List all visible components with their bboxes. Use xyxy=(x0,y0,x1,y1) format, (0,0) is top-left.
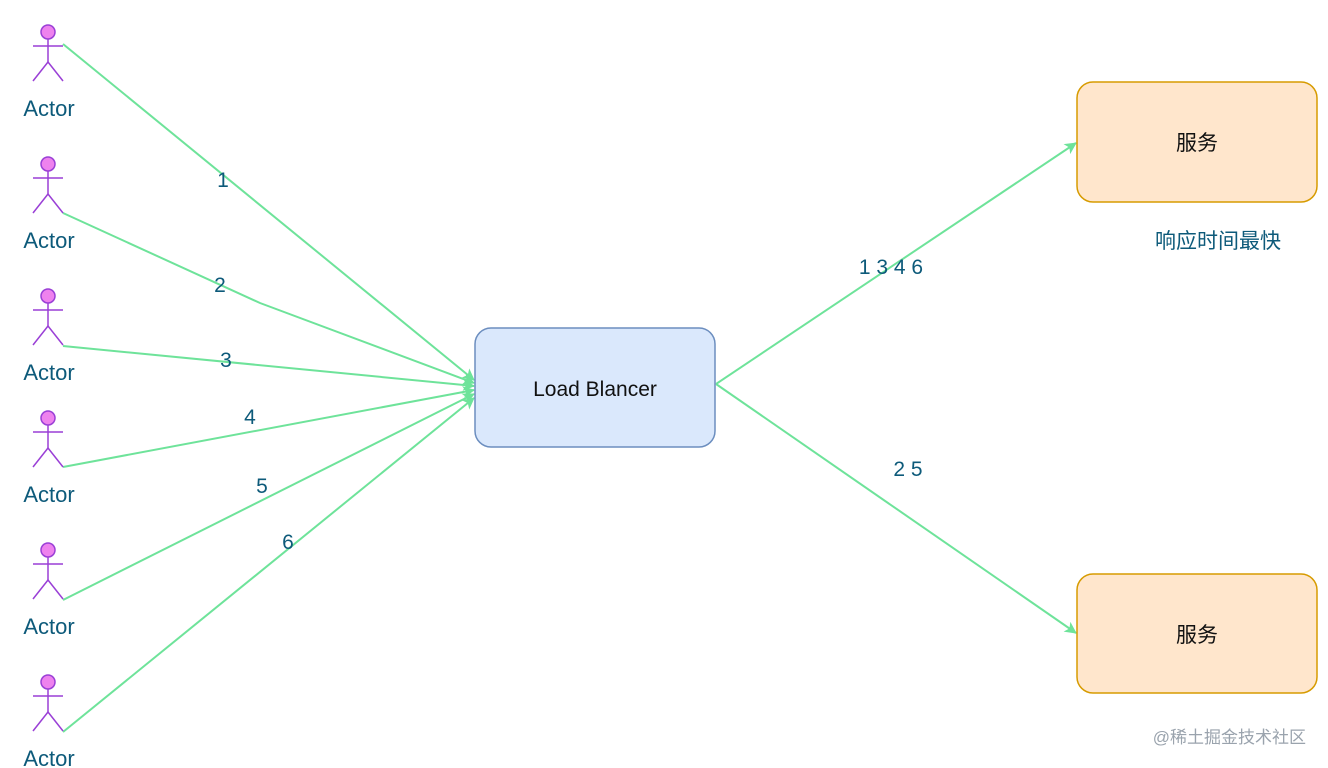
edge-actor3-to-lb xyxy=(62,345,475,391)
actor-4: Actor xyxy=(23,410,75,507)
actor-icon xyxy=(32,410,64,468)
edge-label-2: 2 xyxy=(214,274,226,297)
watermark: @稀土掘金技术社区 xyxy=(1153,728,1306,747)
incoming-edges xyxy=(62,43,475,733)
edge-actor6-to-lb xyxy=(62,397,475,733)
actor-label: Actor xyxy=(23,746,74,768)
edge-lb-to-service-bottom xyxy=(715,383,1077,634)
edge-label-out-bottom: 2 5 xyxy=(893,458,922,481)
actor-label: Actor xyxy=(23,482,74,507)
edge-label-6: 6 xyxy=(282,531,294,554)
load-balancer-label: Load Blancer xyxy=(533,378,657,401)
actor-3: Actor xyxy=(23,288,75,385)
edge-lb-to-service-top xyxy=(715,142,1077,385)
edge-label-out-top: 1 3 4 6 xyxy=(859,256,923,279)
edge-label-4: 4 xyxy=(244,406,256,429)
service-box[interactable] xyxy=(1076,573,1318,694)
actor-label: Actor xyxy=(23,360,74,385)
actor-icon xyxy=(32,288,64,346)
actor-icon xyxy=(32,156,64,214)
load-balancer-node[interactable]: Load Blancer xyxy=(474,327,716,448)
actor-icon xyxy=(32,24,64,82)
actor-2: Actor xyxy=(23,156,75,253)
edge-actor4-to-lb xyxy=(62,386,475,468)
actor-5: Actor xyxy=(23,542,75,639)
service-box[interactable] xyxy=(1076,81,1318,203)
load-balancer-box[interactable] xyxy=(474,327,716,448)
edge-actor1-to-lb xyxy=(62,43,475,381)
service-label: 服务 xyxy=(1176,624,1218,647)
actor-label: Actor xyxy=(23,96,74,121)
fastest-response-note: 响应时间最快 xyxy=(1155,230,1281,253)
actor-icon xyxy=(32,542,64,600)
service-node-top[interactable]: 服务 xyxy=(1076,81,1318,203)
actor-label: Actor xyxy=(23,228,74,253)
service-node-bottom[interactable]: 服务 xyxy=(1076,573,1318,694)
outgoing-edges xyxy=(715,142,1077,634)
actor-icon xyxy=(32,674,64,732)
edge-actor2-to-lb xyxy=(62,212,475,385)
edge-label-5: 5 xyxy=(256,475,268,498)
actor-1: Actor xyxy=(23,24,75,121)
actor-label: Actor xyxy=(23,614,74,639)
service-label: 服务 xyxy=(1176,132,1218,155)
actor-6: Actor xyxy=(23,674,75,768)
edge-label-3: 3 xyxy=(220,349,232,372)
edge-label-1: 1 xyxy=(217,169,229,192)
edge-actor5-to-lb xyxy=(62,393,475,601)
